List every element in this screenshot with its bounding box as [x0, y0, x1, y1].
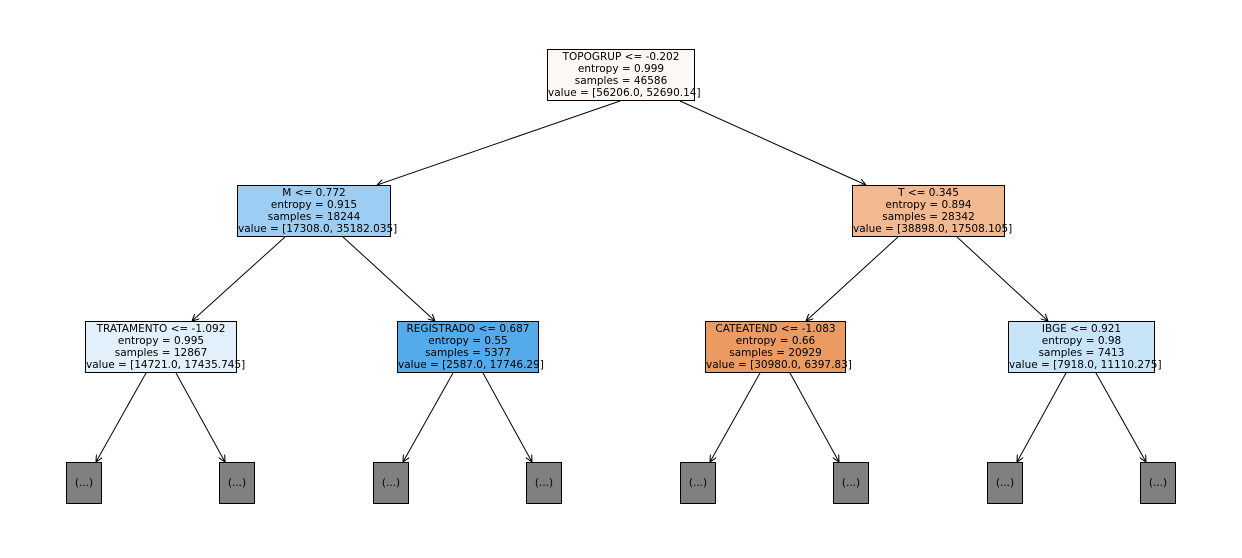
node-left-1-line-2: entropy = 0.915	[270, 198, 358, 211]
tree-edge-5	[806, 236, 899, 321]
leaf-7: (...)	[987, 462, 1023, 504]
leaf-8: (...)	[1140, 462, 1176, 504]
node-right-1-line-4: value = [38898.0, 17508.105]	[853, 223, 1013, 236]
node-left-right-2-line-4: value = [2587.0, 17746.29]	[398, 359, 544, 372]
node-root-line-3: samples = 46586	[574, 75, 668, 87]
tree-edge-3	[192, 236, 286, 321]
node-right-right-2-line-1: IBGE <= 0.921	[1041, 322, 1122, 335]
node-root-line-1: TOPOGRUP <= -0.202	[562, 50, 680, 63]
node-right-left-2: CATEATEND <= -1.083 entropy = 0.66 sampl…	[705, 321, 852, 373]
node-left-1-line-1: M <= 0.772	[282, 186, 346, 199]
node-left-left-2-line-1: TRATAMENTO <= -1.092	[96, 322, 226, 335]
node-right-1: T <= 0.345 entropy = 0.894 samples = 283…	[852, 185, 1013, 237]
node-left-right-2-line-3: samples = 5377	[425, 347, 511, 359]
leaf-5: (...)	[680, 462, 716, 504]
node-right-right-2-line-4: value = [7918.0, 11110.275]	[1009, 359, 1162, 372]
node-right-left-2-line-3: samples = 20929	[729, 347, 822, 359]
tree-edge-4	[342, 236, 435, 321]
node-right-1-line-1: T <= 0.345	[898, 186, 959, 199]
node-left-1: M <= 0.772 entropy = 0.915 samples = 182…	[237, 185, 398, 237]
tree-edge-8	[175, 372, 225, 462]
node-left-left-2: TRATAMENTO <= -1.092 entropy = 0.995 sam…	[85, 321, 246, 373]
node-left-left-2-line-3: samples = 12867	[114, 347, 208, 359]
tree-edge-1	[377, 100, 621, 185]
node-right-right-2: IBGE <= 0.921 entropy = 0.98 samples = 7…	[1008, 321, 1162, 373]
leaf-1: (...)	[66, 462, 102, 504]
node-left-right-2-line-1: REGISTRADO <= 0.687	[406, 322, 530, 335]
leaf-6: (...)	[833, 462, 869, 504]
node-root-line-4: value = [56206.0, 52690.14]	[548, 87, 701, 100]
node-right-left-2-line-1: CATEATEND <= -1.083	[715, 322, 836, 335]
leaf-3: (...)	[373, 462, 409, 504]
tree-edge-11	[710, 372, 761, 462]
node-root-line-2: entropy = 0.999	[577, 62, 665, 75]
node-root: TOPOGRUP <= -0.202 entropy = 0.999 sampl…	[547, 49, 701, 101]
tree-edge-13	[1017, 372, 1067, 462]
node-left-left-2-line-2: entropy = 0.995	[117, 334, 205, 347]
node-left-1-line-3: samples = 18244	[267, 211, 361, 223]
node-right-right-2-line-2: entropy = 0.98	[1041, 334, 1122, 347]
leaf-4: (...)	[526, 462, 562, 504]
tree-edge-10	[482, 372, 532, 462]
tree-edge-2	[679, 100, 866, 185]
tree-edge-9	[403, 372, 454, 462]
node-left-right-2-line-2: entropy = 0.55	[428, 334, 508, 347]
node-right-1-line-3: samples = 28342	[882, 211, 975, 223]
node-left-right-2: REGISTRADO <= 0.687 entropy = 0.55 sampl…	[397, 321, 544, 373]
node-left-1-line-4: value = [17308.0, 35182.035]	[238, 223, 398, 236]
tree-edge-12	[789, 372, 839, 462]
node-right-right-2-line-3: samples = 7413	[1038, 347, 1125, 359]
node-right-left-2-line-4: value = [30980.0, 6397.83]	[706, 359, 852, 372]
node-left-left-2-line-4: value = [14721.0, 17435.745]	[86, 359, 246, 372]
leaf-2: (...)	[219, 462, 255, 504]
node-right-left-2-line-2: entropy = 0.66	[735, 334, 816, 347]
node-right-1-line-2: entropy = 0.894	[885, 198, 972, 211]
tree-edge-7	[96, 372, 147, 462]
tree-edge-14	[1095, 372, 1146, 462]
tree-edge-6	[956, 236, 1048, 321]
